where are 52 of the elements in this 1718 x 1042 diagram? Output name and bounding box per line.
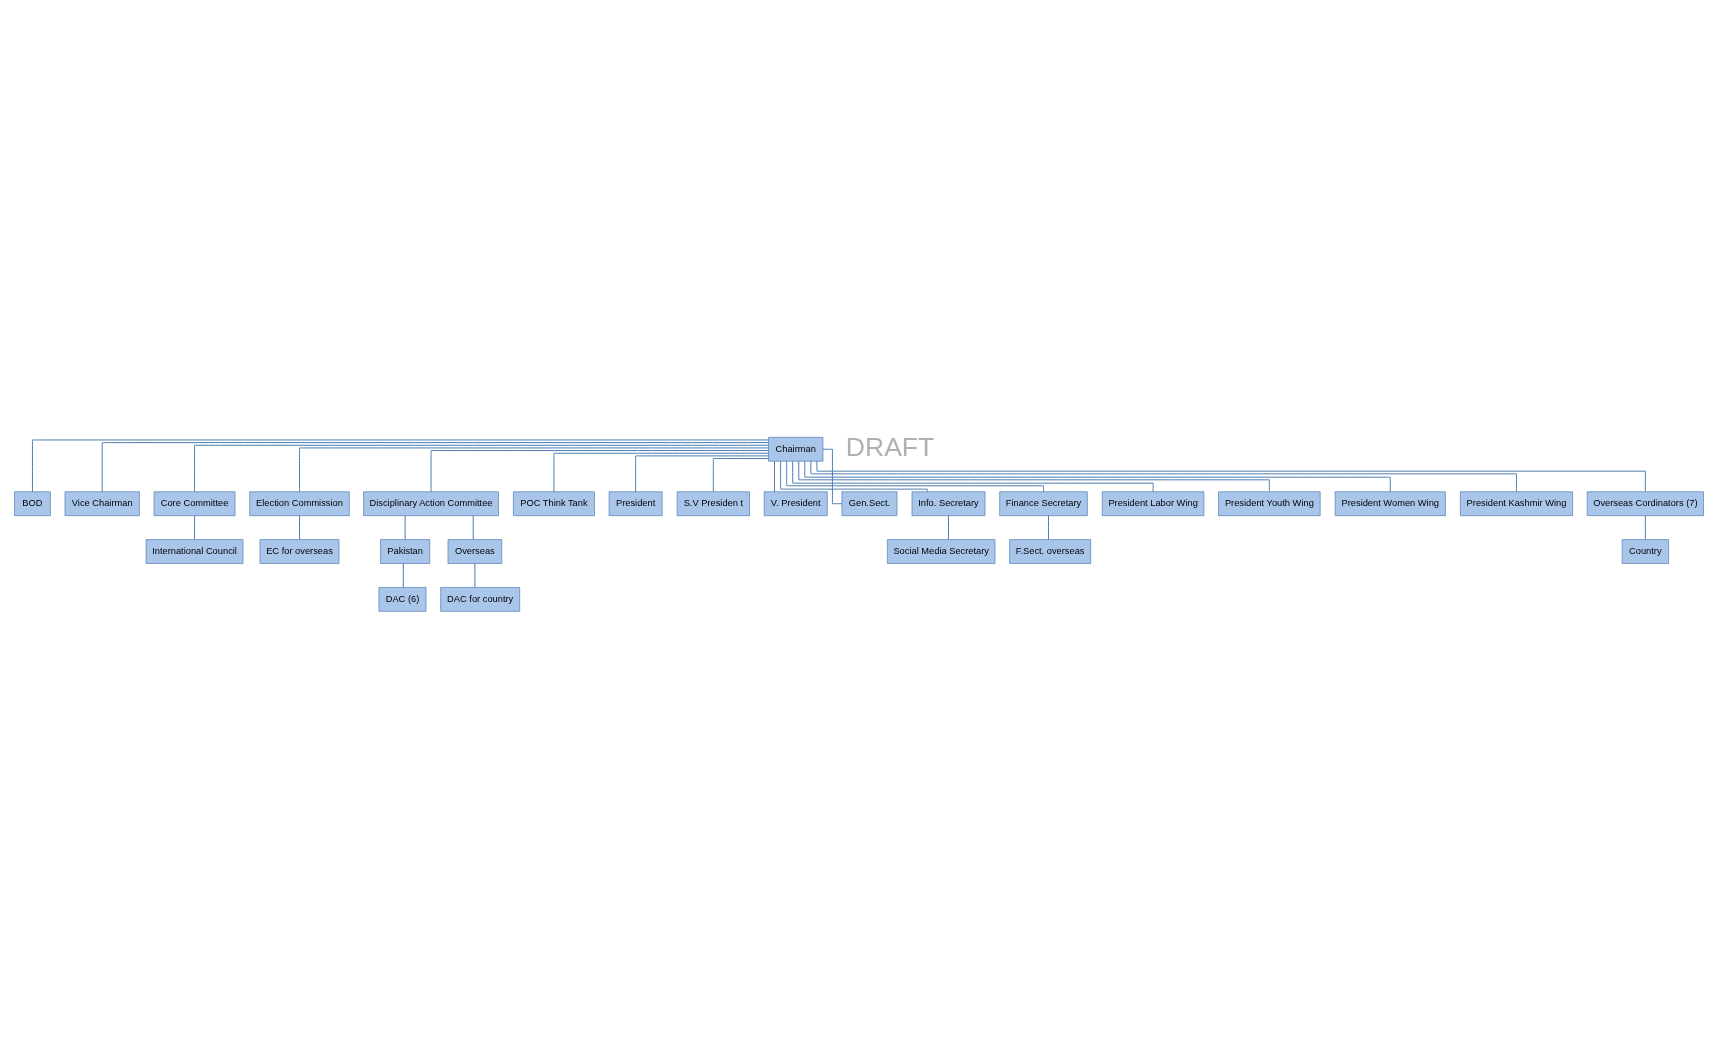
node-box: DAC (6) xyxy=(378,587,427,612)
connector xyxy=(194,444,769,493)
node-box: Overseas xyxy=(447,539,503,564)
connector xyxy=(786,460,1044,493)
connector xyxy=(798,460,1270,492)
connector xyxy=(822,448,843,505)
node-box: DAC for country xyxy=(440,587,521,612)
node-box: Gen.Sect. xyxy=(841,491,898,517)
connector xyxy=(194,515,196,540)
node-box: Core Committee xyxy=(153,491,236,517)
connector xyxy=(948,515,949,540)
node-box: V. President xyxy=(763,491,828,517)
node-box: President xyxy=(608,491,663,517)
node-box: International Council xyxy=(145,539,244,564)
node-box: Vice Chairman xyxy=(64,491,140,517)
connector xyxy=(1644,515,1646,540)
connector xyxy=(804,460,1391,493)
node-box: Info. Secretary xyxy=(911,491,986,517)
connector xyxy=(780,460,928,493)
connector xyxy=(472,515,474,540)
node-box: Pakistan xyxy=(380,539,431,564)
connector xyxy=(635,455,769,493)
connector xyxy=(299,515,300,540)
node-box: S.V Presiden t xyxy=(676,491,750,517)
node-box: Election Commission xyxy=(249,491,350,517)
node-box: President Kashmir Wing xyxy=(1460,491,1573,517)
connector xyxy=(404,515,406,540)
node-box: Finance Secretary xyxy=(999,491,1088,517)
connector xyxy=(712,458,769,493)
node-box: BOD xyxy=(14,491,51,517)
node-box: Social Media Secretary xyxy=(887,539,996,564)
connector xyxy=(810,460,1517,493)
node-box: President Women Wing xyxy=(1334,491,1446,517)
connector xyxy=(774,460,776,493)
label: DRAFT xyxy=(845,431,935,462)
connector xyxy=(792,460,1154,493)
node-box: President Labor Wing xyxy=(1101,491,1205,517)
node-box: EC for overseas xyxy=(259,539,340,564)
node-box: President Youth Wing xyxy=(1218,491,1321,517)
connector xyxy=(474,563,476,588)
connector xyxy=(402,563,404,588)
node-box: Chairman xyxy=(768,436,824,462)
connector xyxy=(1048,515,1049,540)
connector xyxy=(299,447,769,493)
node-box: Disciplinary Action Committee xyxy=(363,491,499,517)
node-box: Country xyxy=(1621,539,1669,564)
connector xyxy=(430,450,769,493)
connector xyxy=(816,460,1646,493)
node-box: F.Sect. overseas xyxy=(1009,539,1091,564)
node-box: POC Think Tank xyxy=(513,491,595,517)
connector xyxy=(553,452,769,493)
node-box: Overseas Cordinators (7) xyxy=(1586,491,1704,517)
